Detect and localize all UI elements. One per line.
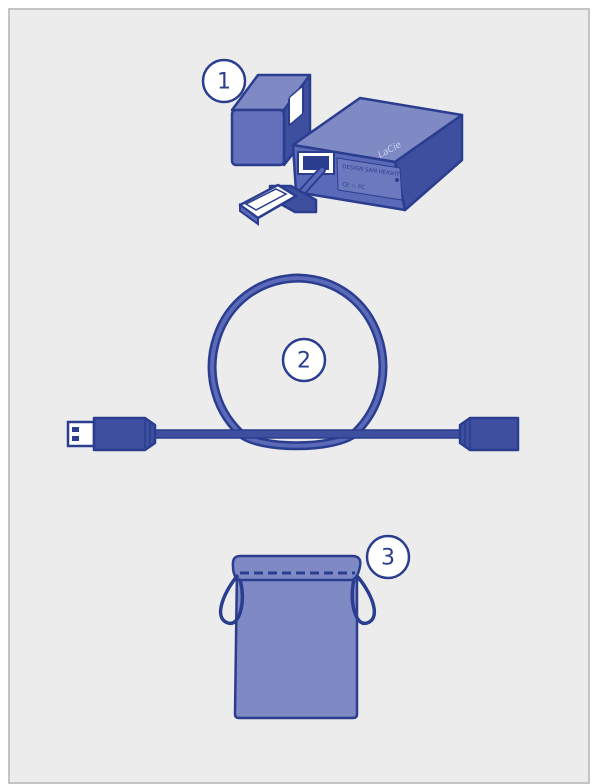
- item-3-carrying-pouch: 3: [221, 536, 409, 718]
- callout-1-number: 1: [217, 70, 231, 95]
- callout-3-number: 3: [381, 546, 395, 571]
- callout-3: 3: [367, 536, 409, 578]
- short-usb-cable-icon: [240, 170, 322, 224]
- usb-a-receptacle-icon: [460, 418, 518, 450]
- callout-2: 2: [283, 339, 325, 381]
- callout-2-number: 2: [297, 349, 311, 374]
- hard-drive-icon: DESIGN SAM HEIGHT CE ♲ FC LaCie: [293, 98, 462, 210]
- item-2-usb-cable: 2: [68, 278, 518, 450]
- callout-1: 1: [203, 60, 245, 102]
- item-1-drive-and-cap: DESIGN SAM HEIGHT CE ♲ FC LaCie 1: [203, 60, 462, 224]
- usb-a-plug-icon: [68, 418, 155, 450]
- pouch-icon: [221, 556, 375, 718]
